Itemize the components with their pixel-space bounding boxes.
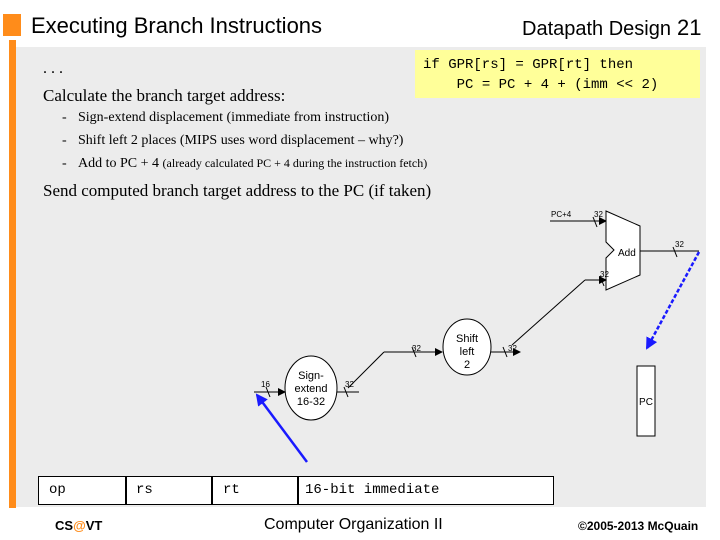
branch-target-to-pc-arrow (645, 251, 701, 350)
shift-out-width: 32 (508, 344, 517, 353)
footer-course: CS@VT (55, 518, 102, 533)
content-panel (14, 47, 706, 507)
pc4-label: PC+4 (551, 210, 572, 219)
signext-out-tick (411, 346, 417, 358)
shift-out-wire-a (511, 279, 586, 346)
signext-label-1: Sign- (298, 370, 324, 382)
footer-course-at: @ (73, 518, 86, 533)
signext-label-2: extend (294, 383, 327, 395)
page-number: 21 (676, 15, 702, 40)
footer-title: Computer Organization II (264, 516, 443, 533)
footer-course-prefix: CS (55, 518, 74, 533)
section-title: Datapath Design (522, 18, 671, 40)
bullet-note: (already calculated PC + 4 during the in… (162, 156, 428, 170)
bullet-text: Shift left 2 places (MIPS uses word disp… (78, 133, 404, 148)
field-op: op (49, 482, 66, 498)
adder-block (605, 210, 641, 291)
field-divider (297, 477, 299, 504)
adder-out-tick (672, 246, 678, 258)
field-rt: rt (223, 482, 240, 498)
pc-label: PC (639, 397, 653, 408)
imm-in-tick (265, 386, 271, 398)
code-line-1: if GPR[rs] = GPR[rt] then (423, 57, 634, 73)
slide-title: Executing Branch Instructions (31, 13, 323, 38)
ellipsis: . . . (43, 60, 63, 77)
shift-out-tick (502, 346, 508, 358)
datapath-diagram: PC+4 32 Add 32 32 Shift left 2 32 32 Sig… (254, 210, 701, 463)
field-divider (125, 477, 127, 504)
add-in-width: 32 (600, 270, 609, 279)
imm-in-width: 16 (261, 380, 270, 389)
bullet-list: -Sign-extend displacement (immediate fro… (62, 110, 427, 179)
adder-out-width: 32 (675, 240, 684, 249)
calc-heading: Calculate the branch target address: (43, 86, 286, 105)
signext-out-width: 32 (412, 344, 421, 353)
bullet-item: -Sign-extend displacement (immediate fro… (62, 110, 390, 125)
bullet-item: -Shift left 2 places (MIPS uses word dis… (62, 133, 404, 148)
bullet-text: Add to PC + 4 (78, 156, 160, 171)
bullet-item: -Add to PC + 4 (already calculated PC + … (62, 156, 428, 171)
shift-label-3: 2 (464, 359, 470, 371)
field-divider (211, 477, 213, 504)
pc4-width-tick (592, 216, 598, 228)
shift-out-tick-b (599, 275, 605, 287)
code-line-2: PC = PC + 4 + (imm << 2) (456, 77, 659, 93)
signext-stub-width: 32 (345, 380, 354, 389)
instruction-format: op rs rt 16-bit immediate (38, 476, 554, 505)
pc4-width-label: 32 (594, 210, 603, 219)
adder-label: Add (618, 248, 636, 259)
field-rs: rs (136, 482, 153, 498)
shift-left-block (442, 318, 492, 376)
signext-out-wire-a (347, 351, 385, 389)
signext-label-3: 16-32 (297, 396, 325, 408)
pc-register (636, 365, 656, 437)
branch-code-box: if GPR[rs] = GPR[rt] then PC = PC + 4 + … (415, 50, 700, 98)
immediate-to-signext-arrow (255, 393, 309, 463)
bullet-text: Sign-extend displacement (immediate from… (78, 110, 390, 125)
field-immediate: 16-bit immediate (305, 482, 440, 498)
shift-label-2: left (460, 346, 475, 358)
footer-copyright: ©2005-2013 McQuain (578, 519, 699, 533)
send-heading: Send computed branch target address to t… (43, 181, 432, 200)
signext-stub-tick (343, 386, 349, 398)
footer-course-suffix: VT (85, 518, 103, 533)
title-marker (3, 14, 21, 36)
left-accent-bar (9, 40, 16, 508)
shift-label-1: Shift (456, 333, 478, 345)
